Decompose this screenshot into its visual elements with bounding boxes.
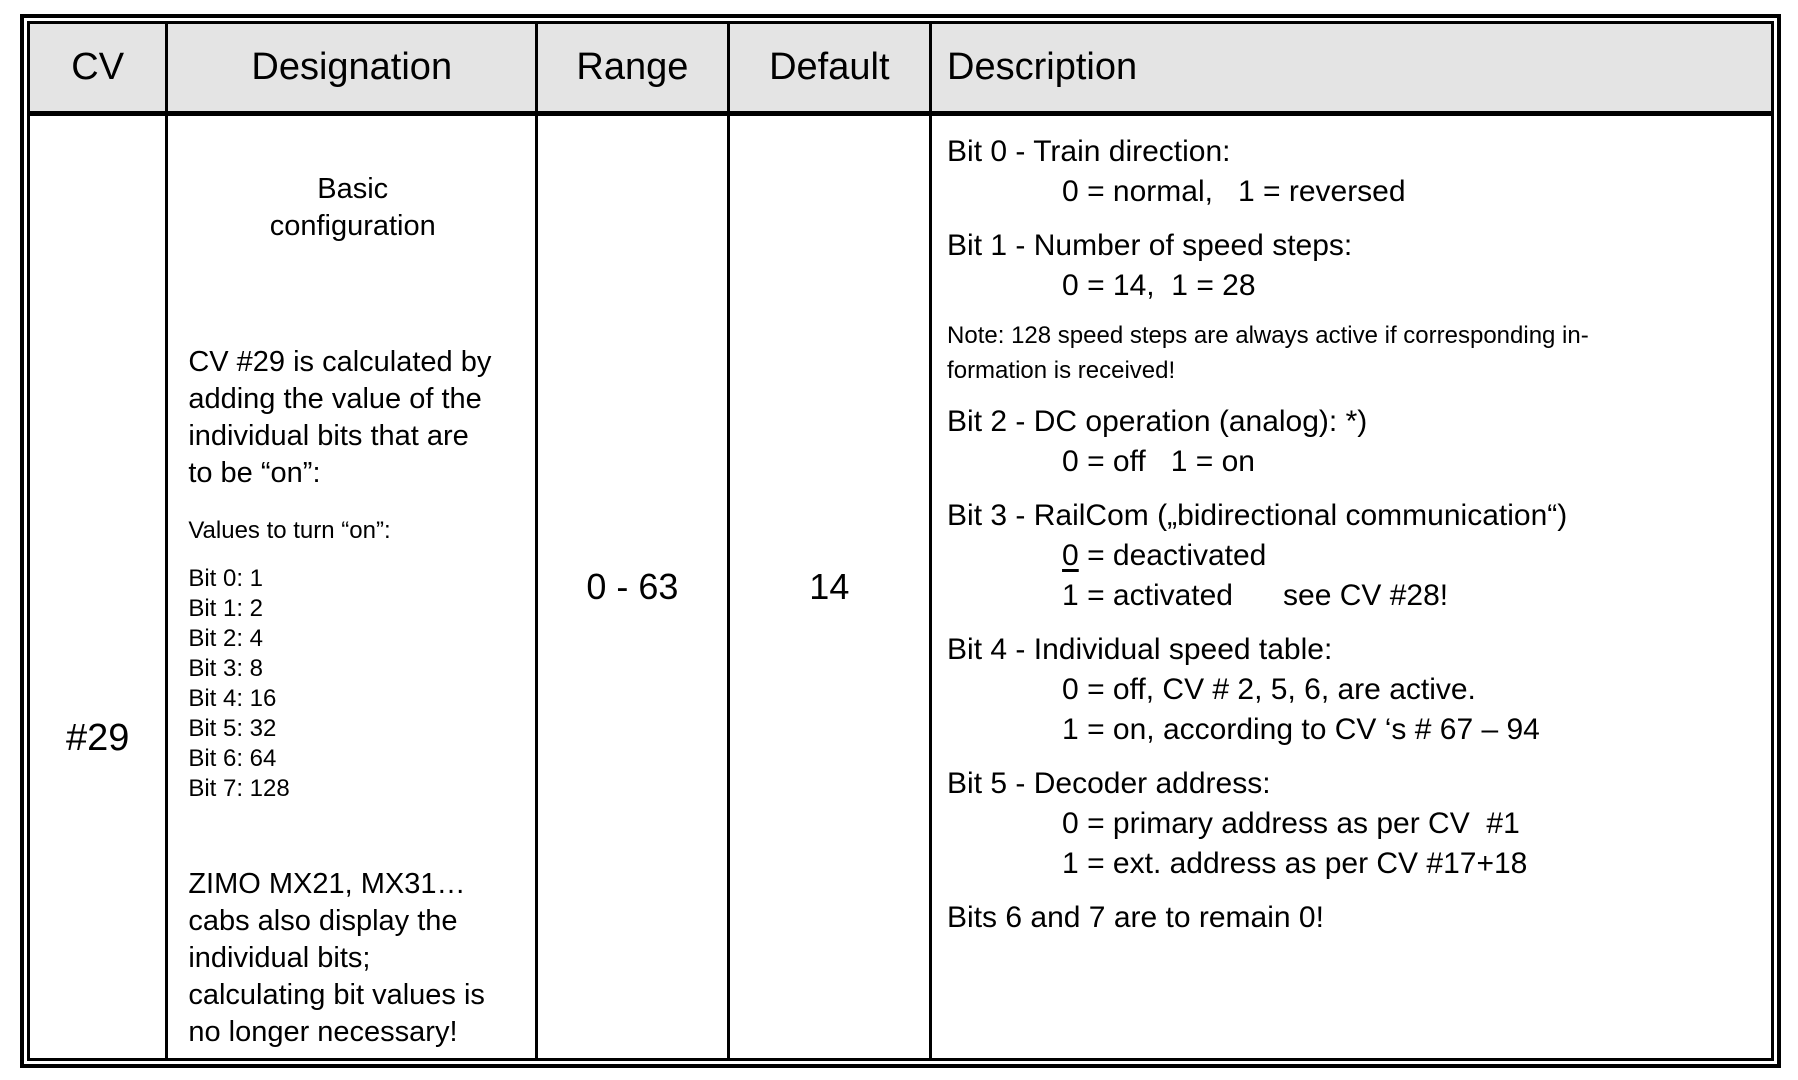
description-bit1-title: Bit 1 - Number of speed steps: <box>947 229 1353 262</box>
description-bits-6-7: Bits 6 and 7 are to remain 0! <box>947 901 1324 934</box>
cell-cv-number: #29 <box>26 112 169 1061</box>
description-bit3-value0: 0 = deactivated <box>947 536 1757 576</box>
cell-designation: Basic configuration CV #29 is calculated… <box>165 112 539 1061</box>
description-bit4-value0: 0 = off, CV # 2, 5, 6, are active. <box>1062 673 1476 706</box>
description-bit0-values: 0 = normal, 1 = reversed <box>1062 175 1406 208</box>
cell-default: 14 <box>726 112 933 1061</box>
description-bit2-values: 0 = off 1 = on <box>1062 445 1255 478</box>
cell-description: Bit 0 - Train direction: 0 = normal, 1 =… <box>929 112 1774 1061</box>
description-bit4-title: Bit 4 - Individual speed table: <box>947 633 1333 666</box>
column-header-cv: CV <box>26 21 169 116</box>
cv-table: CV Designation Range Default Description… <box>26 21 1774 1061</box>
range-value: 0 - 63 <box>586 566 679 607</box>
description-bit2-title: Bit 2 - DC operation (analog): *) <box>947 405 1368 438</box>
cv-number: #29 <box>65 717 130 759</box>
description-bit5-title: Bit 5 - Decoder address: <box>947 767 1271 800</box>
designation-zimo-note: ZIMO MX21, MX31… cabs also display the i… <box>188 868 485 1048</box>
designation-values-label: Values to turn “on”: <box>188 517 391 544</box>
description-bit5-value0: 0 = primary address as per CV #1 <box>1062 807 1520 840</box>
table-row-cv29: #29 Basic configuration CV #29 is calcul… <box>26 112 1774 1061</box>
column-header-designation: Designation <box>165 21 539 116</box>
bit3-value0-rest: = deactivated <box>1078 539 1267 572</box>
description-bit1-values: 0 = 14, 1 = 28 <box>1062 269 1256 302</box>
header-row: CV Designation Range Default Description <box>26 21 1774 116</box>
description-bit3-value1: 1 = activated see CV #28! <box>1062 579 1449 612</box>
designation-intro: CV #29 is calculated by adding the value… <box>188 346 492 489</box>
designation-title: Basic configuration <box>269 173 436 242</box>
default-value: 14 <box>809 566 850 607</box>
designation-bit-values-list: Bit 0: 1 Bit 1: 2 Bit 2: 4 Bit 3: 8 Bit … <box>188 565 290 802</box>
description-bit5-value1: 1 = ext. address as per CV #17+18 <box>1062 847 1528 880</box>
column-header-description: Description <box>929 21 1774 116</box>
description-note-128-steps: Note: 128 speed steps are always active … <box>947 322 1589 384</box>
cv-table-frame: CV Designation Range Default Description… <box>20 14 1781 1068</box>
underlined-zero: 0 <box>1062 539 1079 572</box>
description-bit3-title: Bit 3 - RailCom („bidirectional communic… <box>947 499 1568 532</box>
column-header-default: Default <box>726 21 933 116</box>
column-header-range: Range <box>535 21 730 116</box>
description-bit4-value1: 1 = on, according to CV ‘s # 67 – 94 <box>1062 713 1540 746</box>
description-bit0-title: Bit 0 - Train direction: <box>947 135 1231 168</box>
cell-range: 0 - 63 <box>535 112 730 1061</box>
